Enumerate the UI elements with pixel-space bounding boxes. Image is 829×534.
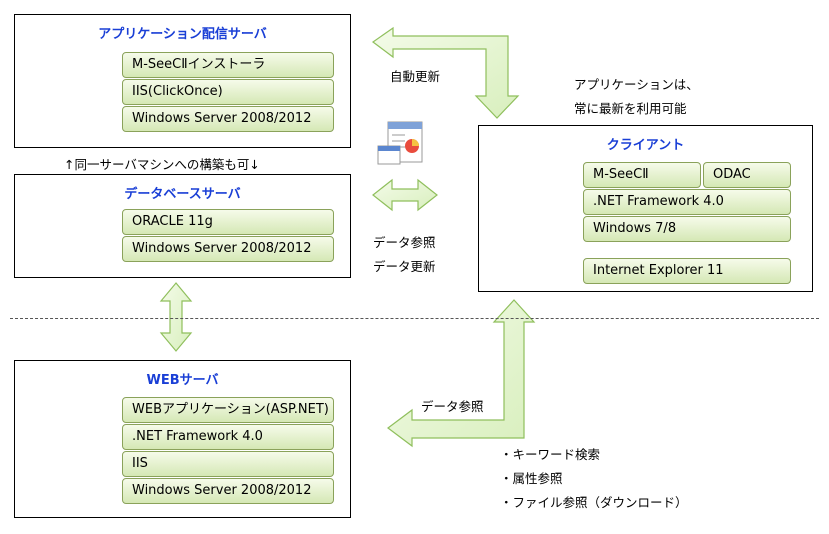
same-server-note: ↑同一サーバマシンへの構築も可↓ bbox=[64, 157, 260, 172]
data-ref-label: データ参照 bbox=[373, 235, 436, 250]
web-server-item-app: WEBアプリケーション(ASP.NET) bbox=[122, 397, 334, 423]
client-note-line1: アプリケーションは、 bbox=[574, 77, 699, 92]
web-server-box: WEBサーバ WEBアプリケーション(ASP.NET) .NET Framewo… bbox=[14, 360, 351, 518]
db-server-title: データベースサーバ bbox=[124, 187, 241, 202]
app-server-item-installer: M-SeeCⅡインストーラ bbox=[122, 52, 334, 78]
network-divider bbox=[10, 318, 819, 319]
database-server-box: データベースサーバ ORACLE 11g Windows Server 2008… bbox=[14, 174, 351, 278]
app-distribution-server-box: アプリケーション配信サーバ M-SeeCⅡインストーラ IIS(ClickOnc… bbox=[14, 14, 351, 148]
web-server-title: WEBサーバ bbox=[146, 373, 219, 388]
web-data-ref-label: データ参照 bbox=[421, 399, 484, 414]
feature-attribute-ref: ・属性参照 bbox=[500, 471, 563, 486]
client-item-dotnet: .NET Framework 4.0 bbox=[583, 189, 791, 215]
data-sync-arrow bbox=[372, 178, 438, 212]
app-server-item-os: Windows Server 2008/2012 bbox=[122, 106, 334, 132]
feature-file-download: ・ファイル参照（ダウンロード） bbox=[500, 495, 688, 510]
web-server-item-iis: IIS bbox=[122, 451, 334, 477]
web-data-ref-arrow bbox=[387, 299, 536, 448]
client-box: クライアント M-SeeCⅡ ODAC .NET Framework 4.0 W… bbox=[478, 125, 813, 292]
app-server-item-iis: IIS(ClickOnce) bbox=[122, 79, 334, 105]
auto-update-label: 自動更新 bbox=[390, 69, 441, 84]
web-server-item-os: Windows Server 2008/2012 bbox=[122, 478, 334, 504]
db-server-item-os: Windows Server 2008/2012 bbox=[122, 236, 334, 262]
client-item-windows: Windows 7/8 bbox=[583, 216, 791, 242]
client-item-odac: ODAC bbox=[703, 162, 791, 188]
db-server-item-oracle: ORACLE 11g bbox=[122, 209, 334, 235]
app-server-title: アプリケーション配信サーバ bbox=[98, 27, 267, 42]
client-title: クライアント bbox=[606, 138, 685, 153]
feature-keyword-search: ・キーワード検索 bbox=[500, 447, 601, 462]
client-note-line2: 常に最新を利用可能 bbox=[574, 101, 687, 116]
client-item-mseec: M-SeeCⅡ bbox=[583, 162, 701, 188]
db-web-arrow bbox=[159, 282, 193, 352]
client-item-ie: Internet Explorer 11 bbox=[583, 258, 791, 284]
web-server-item-dotnet: .NET Framework 4.0 bbox=[122, 424, 334, 450]
data-update-label: データ更新 bbox=[373, 259, 436, 274]
auto-update-arrow bbox=[371, 26, 520, 119]
document-chart-icon bbox=[377, 121, 423, 165]
